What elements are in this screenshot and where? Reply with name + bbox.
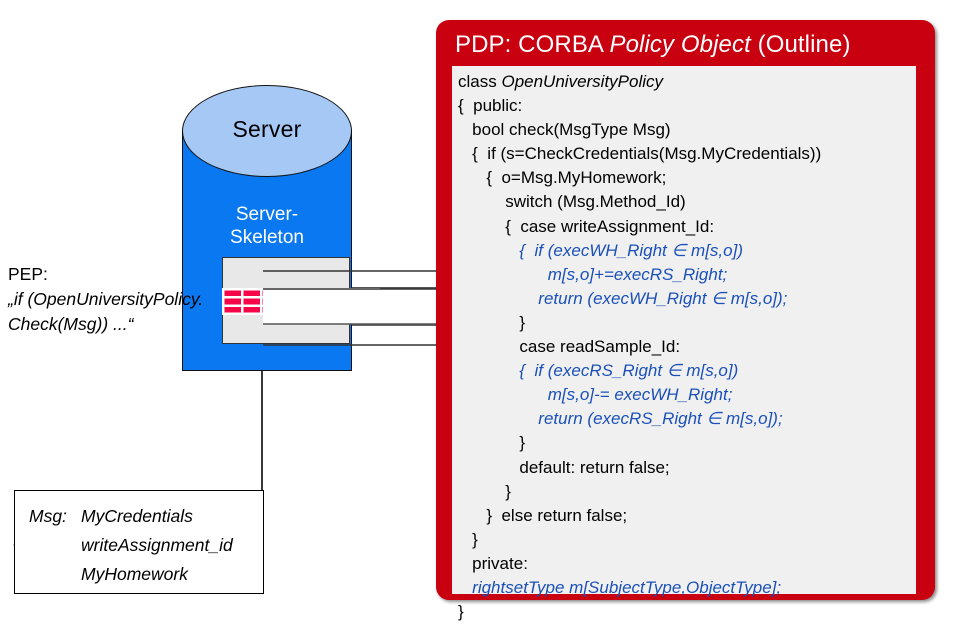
code-line: { if (execRS_Right ∈ m[s,o]): [458, 361, 739, 381]
code-line: }: [458, 529, 478, 549]
code-line: default: return false;: [458, 457, 670, 477]
pep-code-line-2: Check(Msg)) ...“: [8, 314, 134, 334]
code-line: }: [458, 433, 526, 453]
pep-heading: PEP:: [8, 264, 48, 284]
message-field: MyCredentials: [81, 506, 193, 526]
policy-code-listing: class OpenUniversityPolicy{ public: bool…: [452, 66, 916, 621]
server-cylinder-top: Server: [182, 85, 352, 177]
brick-wall-icon: [222, 288, 380, 315]
message-field: MyHomework: [81, 564, 188, 584]
code-line: { public:: [458, 96, 523, 116]
code-line: m[s,o]-= execWH_Right;: [458, 385, 733, 405]
code-class-name: OpenUniversityPolicy: [501, 72, 664, 91]
pdp-title-prefix: PDP: CORBA: [455, 31, 610, 58]
code-line: return (execRS_Right ∈ m[s,o]);: [458, 409, 783, 429]
code-line: }: [458, 481, 511, 501]
message-row: MyHomework: [29, 560, 263, 589]
code-line: { if (s=CheckCredentials(Msg.MyCredentia…: [458, 144, 822, 164]
code-line: rightsetType m[SubjectType,ObjectType];: [458, 577, 782, 597]
code-line: { if (execWH_Right ∈ m[s,o]): [458, 240, 743, 260]
diagram-canvas: Server- Skeleton Server PEP: „if (OpenUn…: [8, 20, 935, 621]
pdp-panel-title: PDP: CORBA Policy Object (Outline): [455, 31, 925, 59]
message-field: writeAssignment_id: [81, 535, 233, 555]
pep-annotation: PEP: „if (OpenUniversityPolicy. Check(Ms…: [8, 262, 228, 337]
message-row: writeAssignment_id: [29, 531, 263, 560]
code-line: }: [458, 602, 464, 622]
code-line: class OpenUniversityPolicy: [458, 70, 916, 94]
message-spacer: [29, 560, 81, 589]
pdp-title-suffix: (Outline): [750, 31, 851, 58]
code-line: { case writeAssignment_Id:: [458, 216, 715, 236]
message-row: Msg: MyCredentials: [29, 502, 263, 531]
code-line: bool check(MsgType Msg): [458, 120, 671, 140]
code-line: private:: [458, 553, 528, 573]
code-line: switch (Msg.Method_Id): [458, 192, 686, 212]
pdp-title-emphasis: Policy Object: [609, 31, 751, 58]
server-label: Server: [232, 115, 302, 142]
message-spacer: [29, 531, 81, 560]
code-line: } else return false;: [458, 505, 628, 525]
message-label: Msg:: [29, 506, 67, 526]
server-skeleton-label: Server- Skeleton: [230, 204, 304, 248]
code-line: }: [458, 312, 526, 332]
pep-code-line-1: „if (OpenUniversityPolicy.: [8, 289, 204, 309]
message-box: Msg: MyCredentials writeAssignment_id My…: [14, 490, 264, 594]
code-line: case readSample_Id:: [458, 337, 681, 357]
code-line: m[s,o]+=execRS_Right;: [458, 264, 728, 284]
code-line: { o=Msg.MyHomework;: [458, 168, 667, 188]
code-line: return (execWH_Right ∈ m[s,o]);: [458, 288, 788, 308]
code-keyword: class: [458, 72, 502, 91]
